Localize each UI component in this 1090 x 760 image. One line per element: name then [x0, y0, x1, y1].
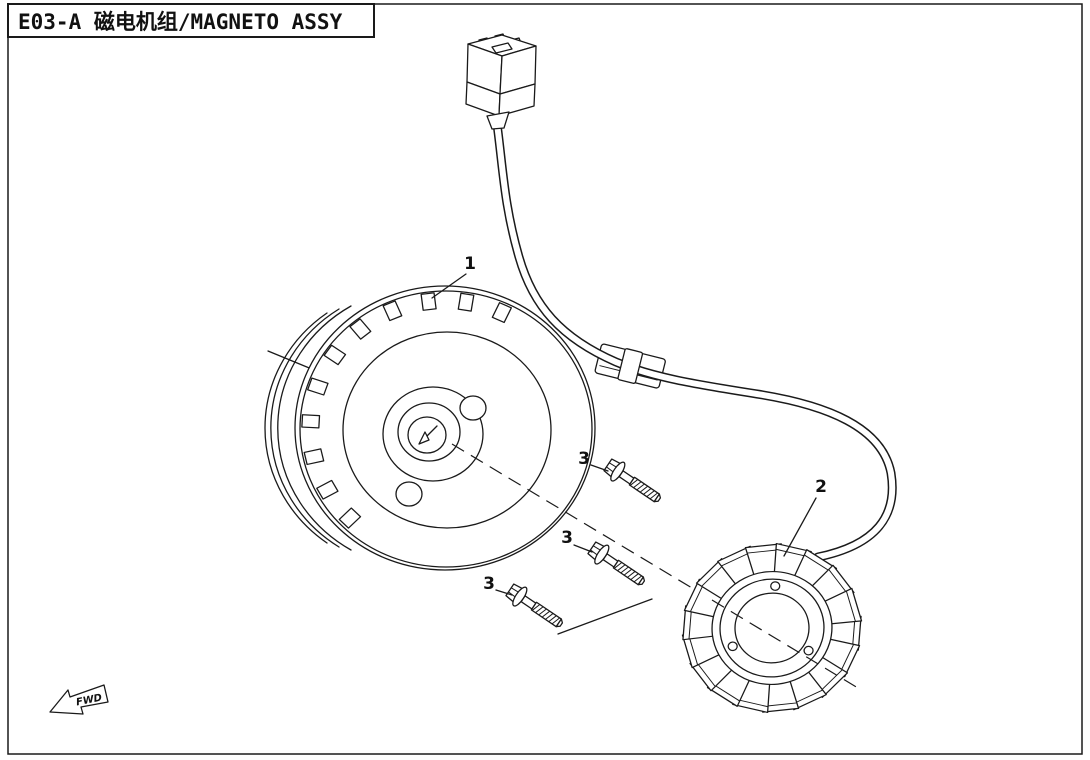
harness-connector [465, 33, 537, 130]
fwd-arrow-shape [49, 684, 109, 715]
fwd-arrow: FWD [49, 684, 109, 715]
rotor-drum-ring [277, 305, 352, 551]
title-box [7, 3, 375, 38]
rotor-magnet-slots [301, 292, 512, 529]
connector-lower-right-face [498, 83, 536, 117]
rotor-drum-ring [270, 308, 340, 548]
callout-3-top-leader [590, 464, 609, 472]
page-title: E03-A 磁电机组/MAGNETO ASSY [18, 10, 343, 34]
axis-dashed-line-overlay [711, 599, 859, 689]
callout-3-bottom-leader [495, 589, 513, 596]
bolt-middle [585, 538, 651, 593]
connector-latch [491, 42, 513, 54]
callout-2: 2 [815, 477, 827, 497]
harness-clamp-strap [617, 348, 644, 384]
callout-3-middle-leader [573, 544, 593, 553]
callout-3-middle: 3 [561, 528, 573, 548]
rotor-chamfer [299, 290, 593, 568]
rotor-drum-ring [264, 312, 328, 544]
harness-cable-core [494, 121, 896, 560]
keyway-arrow-head [418, 431, 430, 445]
axis-dashed-line [451, 443, 713, 601]
callout-1: 1 [464, 254, 476, 274]
bolt-to-stator-leader [557, 598, 653, 635]
bolt-bottom [503, 580, 569, 635]
rotor-face-hole [395, 481, 423, 507]
fwd-arrow-label: FWD [75, 693, 103, 709]
stator-center-hole [734, 592, 810, 664]
stator-bolt-hole [727, 641, 738, 652]
page-border [7, 3, 1083, 755]
stator-bolt-hole [770, 581, 781, 591]
rotor-face-hole [459, 395, 487, 421]
stator-illustration [681, 542, 863, 714]
callout-3-bottom: 3 [483, 574, 495, 594]
callout-1-leader [431, 273, 467, 299]
connector-boot [486, 111, 510, 130]
rotor-illustration [264, 285, 596, 571]
stator-bolt-hole [803, 645, 814, 656]
callout-2-leader [783, 497, 817, 557]
bolt-top [601, 455, 667, 510]
callout-3-top: 3 [578, 449, 590, 469]
